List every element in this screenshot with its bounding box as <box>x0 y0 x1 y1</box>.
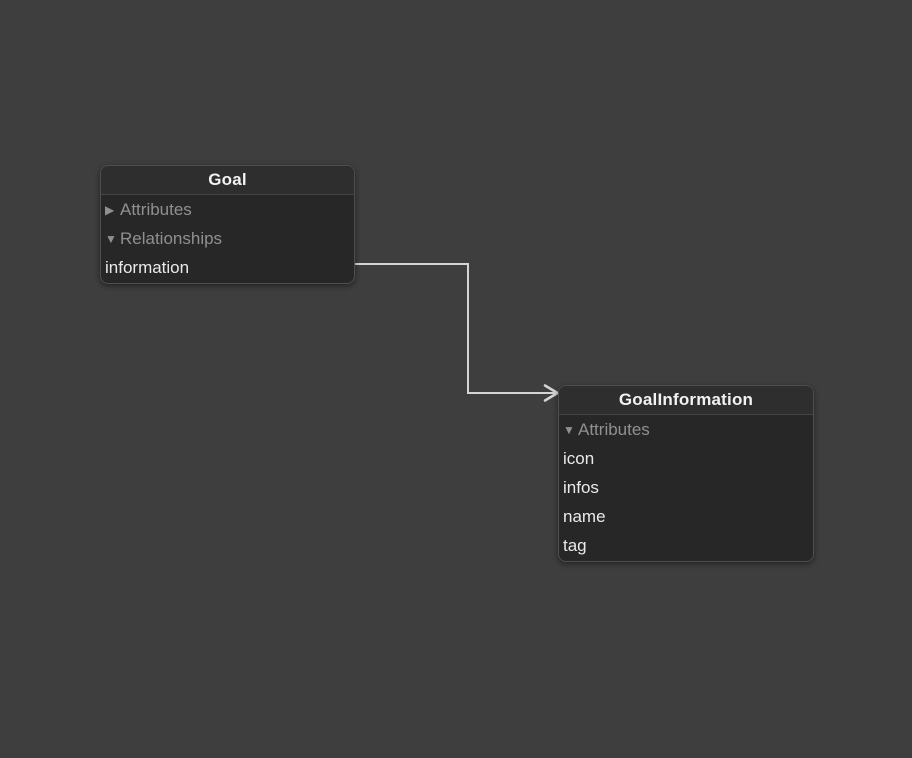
section-relationships-label: Relationships <box>120 228 223 248</box>
disclosure-triangle-icon[interactable]: ▼ <box>105 231 117 246</box>
section-attributes-label: Attributes <box>578 419 650 439</box>
connector-line <box>355 263 555 394</box>
attribute-item-label: tag <box>563 535 587 555</box>
attribute-item-label: infos <box>563 477 599 497</box>
disclosure-triangle-icon[interactable]: ▶ <box>105 202 115 217</box>
attribute-item-icon[interactable]: icon <box>559 444 813 473</box>
attribute-item-infos[interactable]: infos <box>559 473 813 502</box>
arrowhead-icon <box>543 384 559 402</box>
section-attributes[interactable]: ▶ Attributes <box>101 195 354 224</box>
section-attributes-label: Attributes <box>120 199 192 219</box>
relationship-item-information[interactable]: information <box>101 253 354 282</box>
entity-goal-header[interactable]: Goal <box>101 166 354 195</box>
entity-goal[interactable]: Goal ▶ Attributes ▼ Relationships inform… <box>100 165 355 284</box>
relationship-item-label: information <box>105 257 190 277</box>
entity-goal-information-header[interactable]: GoalInformation <box>559 386 813 415</box>
entity-title: GoalInformation <box>618 390 754 409</box>
entity-title: Goal <box>208 170 247 189</box>
attribute-item-name[interactable]: name <box>559 502 813 531</box>
attribute-item-tag[interactable]: tag <box>559 531 813 560</box>
entity-goal-body: ▶ Attributes ▼ Relationships information <box>101 195 354 283</box>
disclosure-triangle-icon[interactable]: ▼ <box>563 422 575 437</box>
entity-goal-information[interactable]: GoalInformation ▼ Attributes icon infos … <box>558 385 814 562</box>
attribute-item-label: name <box>563 506 606 526</box>
section-attributes[interactable]: ▼ Attributes <box>559 415 813 444</box>
entity-goal-information-body: ▼ Attributes icon infos name tag <box>559 415 813 561</box>
attribute-item-label: icon <box>563 448 595 468</box>
section-relationships[interactable]: ▼ Relationships <box>101 224 354 253</box>
